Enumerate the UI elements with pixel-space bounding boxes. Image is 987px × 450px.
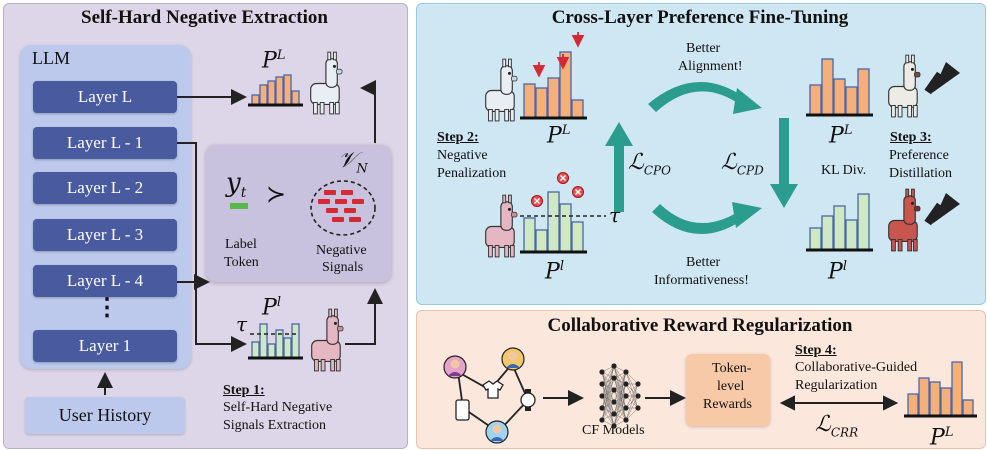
step4-title: Step 4:	[795, 343, 837, 358]
layer-L-minus-3[interactable]: Layer L - 3	[33, 219, 177, 251]
better-informativeness-1: Better	[686, 255, 721, 270]
label-token-text-1: Label	[225, 237, 257, 252]
cf-models-text: CF Models	[582, 423, 645, 438]
step3-desc-2: Distillation	[889, 166, 952, 181]
left-panel-title: Self-Hard Negative Extraction	[81, 7, 328, 28]
right-bottom-title: Collaborative Reward Regularization	[547, 315, 853, 336]
layer-L-minus-1[interactable]: Layer L - 1	[33, 127, 177, 159]
step4-desc-2: Regularization	[795, 378, 878, 393]
step1-desc-1: Self-Hard Negative	[223, 400, 333, 415]
pL-label-right: PL	[829, 123, 853, 149]
token-rewards-3: Rewards	[703, 397, 752, 412]
step2-desc-1: Negative	[437, 148, 488, 163]
step2-title: Step 2:	[437, 130, 479, 145]
layer-1[interactable]: Layer 1	[33, 330, 177, 362]
yt-symbol: yt	[226, 168, 247, 202]
negative-signals-text-1: Negative	[316, 243, 367, 258]
pL-label-left: PL	[262, 48, 286, 74]
pL-label-mid: PL	[547, 123, 571, 149]
llm-label: LLM	[32, 48, 70, 68]
prefers-symbol: ≻	[266, 180, 287, 208]
lcrr-symbol: ℒCRR	[815, 412, 859, 440]
layer-L[interactable]: Layer L	[33, 81, 177, 113]
negative-signals-text-2: Signals	[322, 260, 364, 275]
tau-mid: τ	[609, 203, 621, 227]
kl-div-text: KL Div.	[821, 163, 867, 178]
step2-desc-2: Penalization	[437, 166, 507, 181]
better-alignment-1: Better	[686, 41, 721, 56]
layer-L-minus-2[interactable]: Layer L - 2	[33, 172, 177, 204]
layer-L-minus-4[interactable]: Layer L - 4	[33, 265, 177, 297]
pl-label-right: Pl	[828, 259, 847, 285]
step1-title: Step 1:	[223, 383, 265, 398]
layer-ellipsis: ⋮	[95, 295, 119, 321]
pL-label-bottom: PL	[930, 425, 954, 450]
step4-desc-1: Collaborative-Guided	[795, 360, 918, 375]
token-rewards-1: Token-	[712, 361, 752, 376]
label-token-text-2: Token	[224, 255, 259, 270]
step3-title: Step 3:	[890, 130, 932, 145]
label-token-bar	[230, 203, 248, 209]
better-informativeness-2: Informativeness!	[654, 273, 749, 288]
step3-desc-1: Preference	[889, 148, 949, 163]
right-top-title: Cross-Layer Preference Fine-Tuning	[551, 7, 849, 28]
better-alignment-2: Alignment!	[678, 59, 743, 74]
token-rewards-2: level	[717, 379, 745, 394]
tau-left: τ	[236, 312, 248, 336]
vn-symbol: 𝒱N	[338, 148, 368, 177]
lcpd-symbol: ℒCPD	[721, 150, 764, 178]
lcpo-symbol: ℒCPO	[628, 150, 671, 178]
token-rewards-box[interactable]	[686, 354, 770, 426]
pl-label-left: Pl	[262, 295, 281, 321]
pl-label-mid: Pl	[545, 259, 564, 285]
step1-desc-2: Signals Extraction	[223, 418, 327, 433]
user-history-box[interactable]: User History	[25, 397, 185, 434]
